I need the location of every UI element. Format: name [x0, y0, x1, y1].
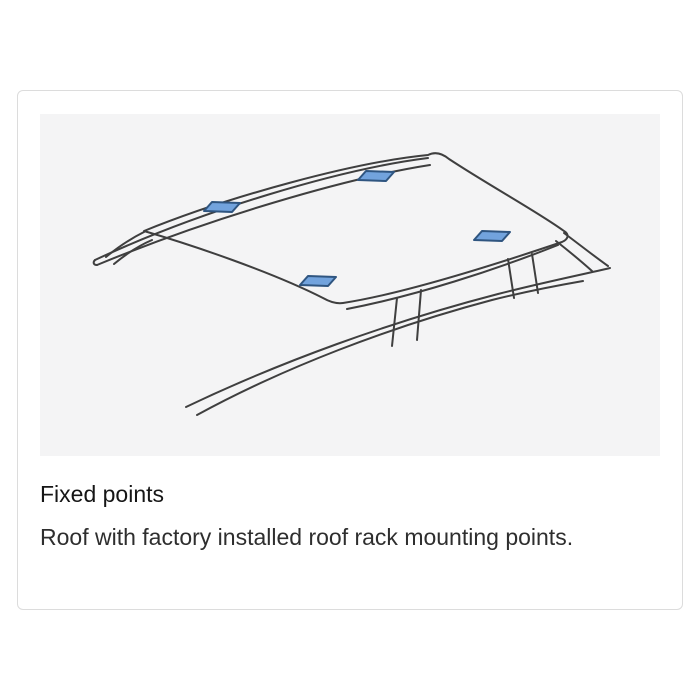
card-title: Fixed points	[40, 481, 165, 507]
mount-point	[357, 170, 395, 182]
mount-point	[299, 275, 337, 287]
roof-type-option-card[interactable]: Fixed points Roof with factory installed…	[17, 90, 683, 610]
fixed-mount-points	[203, 170, 511, 287]
mount-point	[473, 230, 511, 242]
car-outline	[92, 152, 611, 416]
car-roof-diagram	[92, 152, 611, 416]
card-description: Roof with factory installed roof rack mo…	[40, 524, 574, 550]
mount-point	[203, 201, 241, 213]
car-roof-illustration-panel	[40, 114, 660, 456]
